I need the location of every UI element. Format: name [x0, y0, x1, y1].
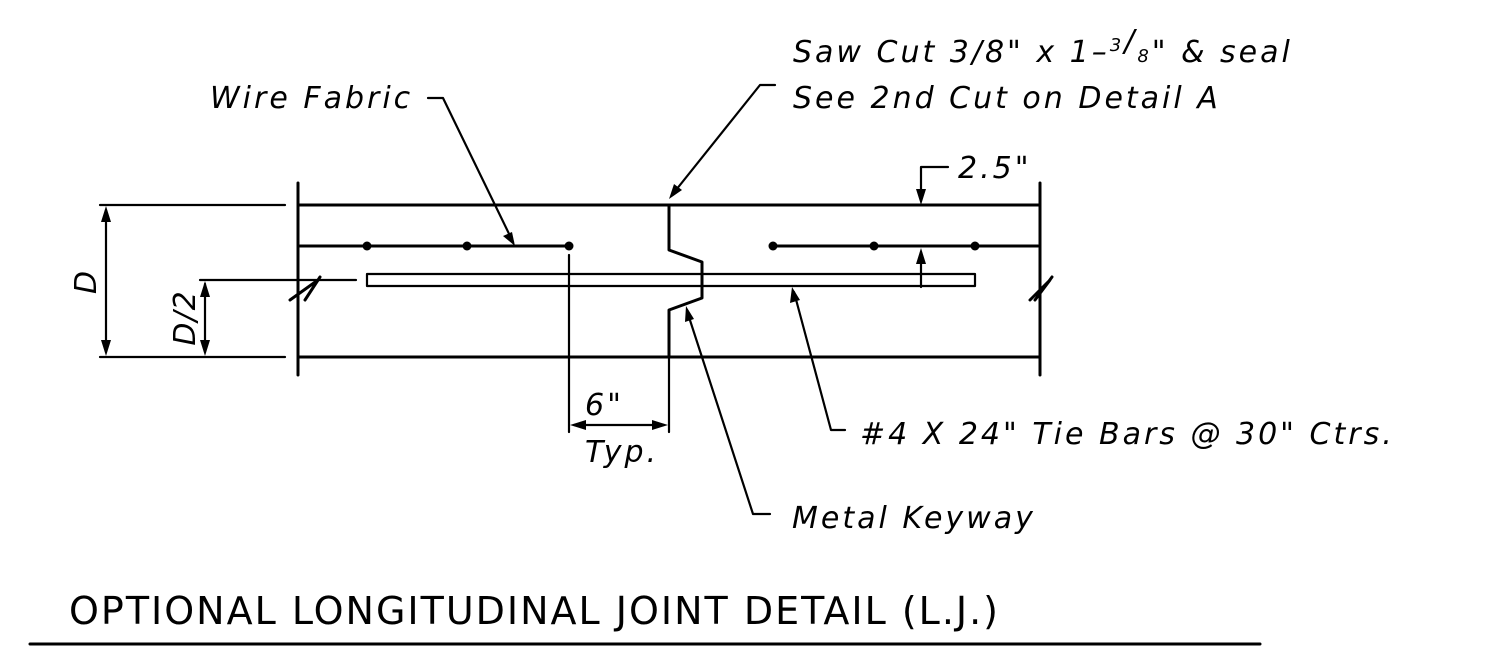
- wire-fabric-label: Wire Fabric: [210, 81, 413, 116]
- tie-bars-label: #4 X 24" Tie Bars @ 30" Ctrs.: [860, 417, 1395, 452]
- saw-cut-label-part-b: " & seal: [1152, 35, 1293, 70]
- half-depth-dimension: [198, 278, 358, 356]
- depth-label: D: [69, 268, 104, 294]
- spacing-dimension: [567, 253, 671, 434]
- right-break-symbol: [1028, 275, 1054, 302]
- left-break-symbol: [288, 275, 322, 302]
- metal-keyway-label: Metal Keyway: [792, 501, 1036, 536]
- arrowhead: [101, 206, 111, 222]
- keyway-leader: [685, 309, 772, 516]
- fraction-slash: /: [1121, 24, 1137, 59]
- arrowhead: [790, 287, 800, 303]
- arrowhead: [200, 340, 210, 356]
- arrowhead: [570, 420, 586, 430]
- saw-cut-label-line1: Saw Cut 3/8" x 1–3/8" & seal: [793, 24, 1293, 70]
- saw-cut-leader: [670, 83, 777, 197]
- arrowhead: [503, 232, 515, 246]
- arrowhead: [916, 248, 926, 264]
- tie-bar: [365, 272, 977, 288]
- half-depth-label: D/2: [168, 290, 203, 345]
- tie-bar-leader: [792, 290, 847, 432]
- wire-dot: [768, 241, 778, 251]
- wire-dot: [362, 241, 372, 251]
- arrowhead: [101, 340, 111, 356]
- arrowhead: [652, 420, 668, 430]
- leaders: [426, 83, 847, 516]
- wire-dot: [970, 241, 980, 251]
- cover-dimension: [916, 165, 950, 289]
- arrowhead: [685, 306, 694, 322]
- cover-leader: [919, 165, 950, 202]
- wire-dot: [462, 241, 472, 251]
- drawing-title: OPTIONAL LONGITUDINAL JOINT DETAIL (L.J.…: [69, 589, 1000, 633]
- slab-section: [288, 181, 1054, 377]
- spacing-label: 6": [585, 388, 624, 423]
- spacing-note-label: Typ.: [585, 435, 659, 470]
- saw-cut-label-part-a: Saw Cut 3/8" x 1–: [793, 35, 1110, 70]
- cover-label: 2.5": [958, 151, 1032, 186]
- arrowhead: [669, 184, 682, 199]
- wire-fabric: [298, 241, 1040, 251]
- depth-dimension: [98, 203, 287, 359]
- saw-cut-fraction-denominator: 8: [1137, 46, 1151, 67]
- wire-fabric-leader: [426, 96, 515, 244]
- joint-keyway-line: [667, 203, 704, 359]
- saw-cut-label-line2: See 2nd Cut on Detail A: [793, 81, 1221, 116]
- arrowhead: [200, 281, 210, 297]
- arrowhead: [916, 189, 926, 205]
- wire-dot: [869, 241, 879, 251]
- saw-cut-fraction-numerator: 3: [1110, 35, 1124, 56]
- wire-dot: [564, 241, 574, 251]
